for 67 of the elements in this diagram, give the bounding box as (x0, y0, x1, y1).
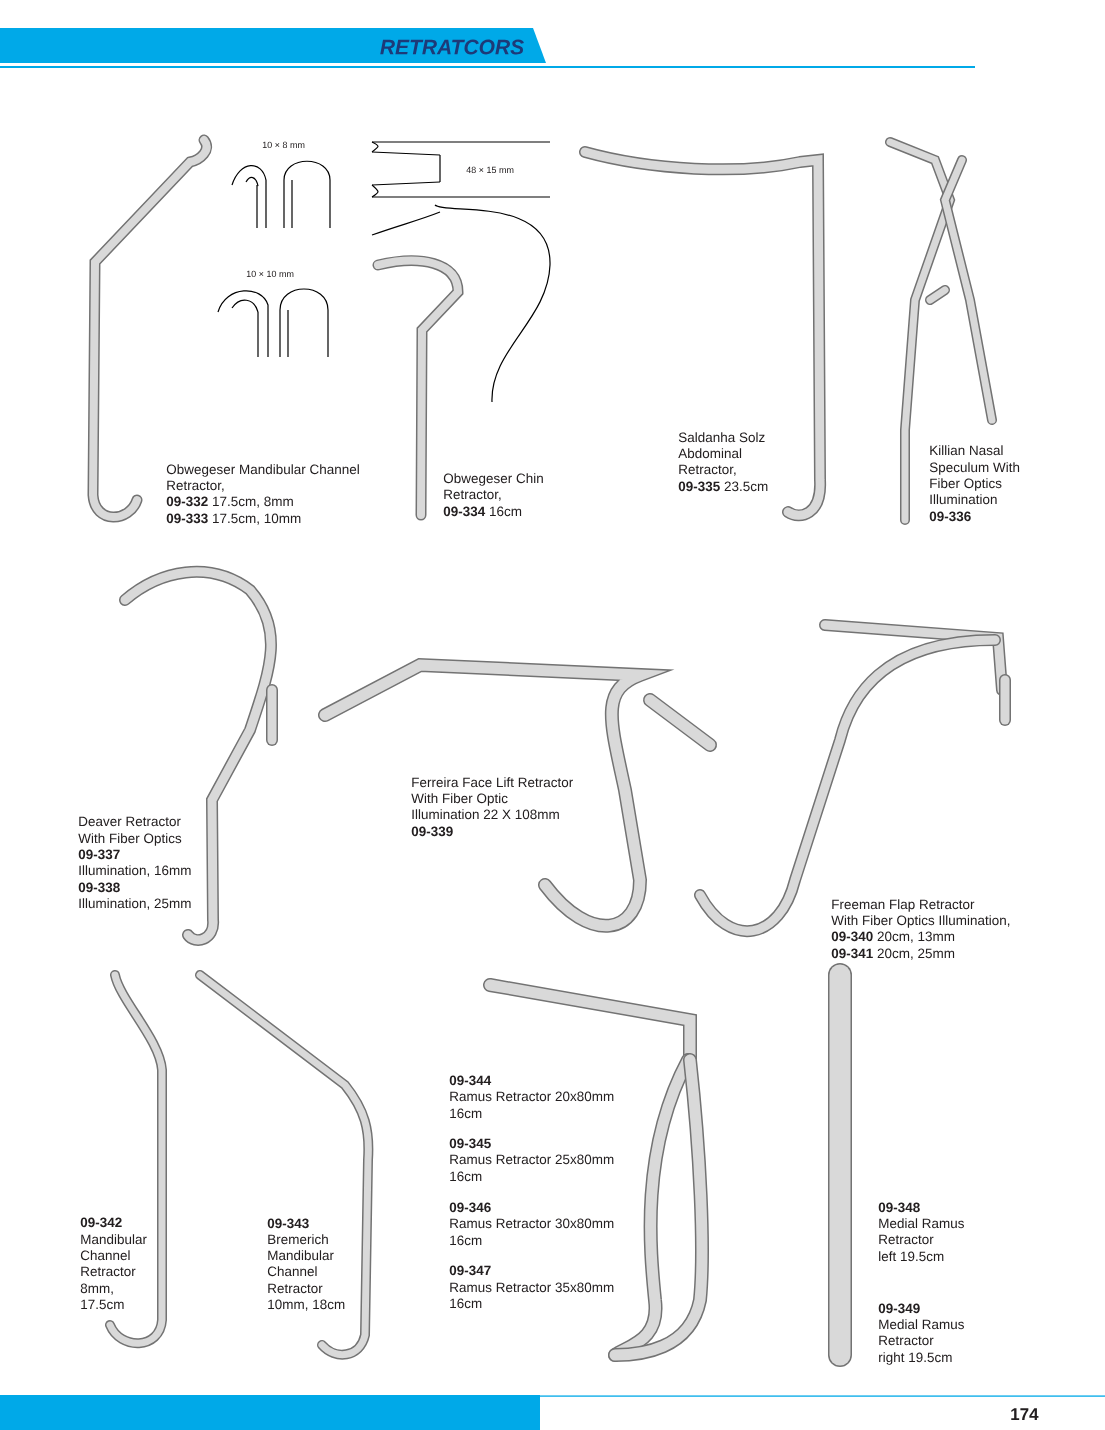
catalog-number: 09-346 (449, 1202, 491, 1213)
product-caption: Speculum With (929, 462, 1020, 475)
catalog-number: 09-343 (267, 1218, 309, 1229)
product-caption: Ferreira Face Lift Retractor (412, 777, 573, 788)
product-caption: Channel (267, 1266, 317, 1277)
product-caption: Retractor, (167, 480, 224, 492)
product-caption: 09-335 23.5cm (678, 481, 768, 492)
product-caption: 10mm, 18cm (268, 1299, 345, 1311)
product-caption: Retractor (268, 1283, 323, 1294)
catalog-number: 09-342 (80, 1217, 122, 1228)
catalog-number: 09-347 (449, 1265, 491, 1276)
product-caption: 09-332 17.5cm, 8mm (166, 496, 293, 508)
product-caption: Bremerich (268, 1234, 328, 1245)
catalog-number: 09-339 (411, 826, 453, 837)
product-caption: Retractor (879, 1234, 934, 1245)
product-caption: 17.5cm (81, 1299, 124, 1310)
product-caption: Retractor, (444, 489, 501, 501)
product-caption: Illumination (930, 494, 997, 505)
product-caption: Abdominal (678, 448, 742, 459)
product-caption: left 19.5cm (879, 1251, 944, 1262)
product-caption: 09-341 20cm, 25mm (831, 948, 955, 960)
product-caption: Retractor (81, 1266, 136, 1277)
product-caption: 16cm (450, 1108, 482, 1119)
dimension-label: 10 × 8 mm (262, 141, 305, 149)
product-caption: Saldanha Solz (678, 432, 765, 443)
page-number: 174 (1011, 1408, 1039, 1420)
product-caption: Illumination, 25mm (79, 898, 191, 910)
product-caption: 09-340 20cm, 13mm (831, 931, 955, 943)
product-caption: Retractor, (679, 464, 736, 476)
product-caption: Obwegeser Mandibular Channel (166, 464, 359, 477)
product-caption: Medial Ramus (879, 1319, 964, 1330)
product-caption: 16cm (450, 1171, 482, 1182)
product-caption: Illumination, 16mm (79, 865, 191, 877)
catalog-number: 09-344 (449, 1075, 492, 1086)
product-caption: Ramus Retractor 30x80mm (450, 1218, 614, 1229)
catalog-number: 09-338 (78, 882, 120, 893)
product-caption: Ramus Retractor 25x80mm (450, 1154, 614, 1165)
catalog-number: 09-349 (878, 1303, 920, 1314)
product-caption: Ramus Retractor 35x80mm (450, 1282, 614, 1293)
product-caption: With Fiber Optic (411, 793, 508, 806)
product-caption: Deaver Retractor (79, 816, 181, 827)
dimension-label: 10 × 10 mm (246, 270, 294, 278)
product-caption: Fiber Optics (930, 478, 1002, 491)
catalog-number: 09-336 (929, 511, 971, 522)
product-caption: With Fiber Optics Illumination, (831, 915, 1010, 928)
product-caption: Obwegeser Chin (443, 473, 543, 486)
product-caption: Ramus Retractor 20x80mm (450, 1091, 614, 1102)
product-caption: right 19.5cm (879, 1352, 952, 1365)
dimension-label: 48 × 15 mm (466, 166, 514, 174)
product-caption: 16cm (450, 1298, 482, 1309)
product-caption: Mandibular (81, 1234, 147, 1245)
product-caption: 09-333 17.5cm, 10mm (166, 513, 301, 525)
product-caption: Mandibular (268, 1250, 334, 1261)
product-caption: Freeman Flap Retractor (832, 899, 975, 912)
product-caption: 09-334 16cm (443, 506, 522, 517)
product-caption: 8mm, (80, 1283, 113, 1295)
product-caption: Killian Nasal (930, 445, 1003, 456)
product-caption: 16cm (450, 1235, 482, 1246)
product-caption: Channel (80, 1250, 130, 1261)
catalog-number: 09-348 (878, 1202, 920, 1213)
catalog-number: 09-337 (78, 849, 120, 860)
catalog-number: 09-345 (449, 1138, 491, 1149)
product-caption: With Fiber Optics (78, 833, 182, 846)
product-caption: Retractor (879, 1335, 934, 1346)
product-caption: Medial Ramus (879, 1218, 964, 1229)
product-caption: Illumination 22 X 108mm (412, 809, 559, 820)
page-title: RETRATCORS (380, 39, 524, 55)
